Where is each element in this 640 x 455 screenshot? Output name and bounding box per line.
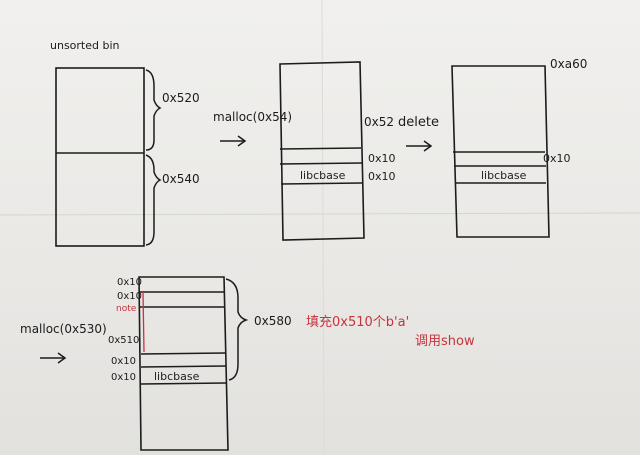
brace-0x580 [225, 278, 249, 381]
delete-label: delete [398, 115, 439, 130]
libcbase-label-step3: libcbase [481, 169, 527, 182]
libcbase-label-step4: libcbase [154, 370, 200, 383]
label-0x580: 0x580 [254, 314, 292, 328]
chunk-box-step3 [451, 65, 550, 238]
label-0xa60: 0xa60 [550, 57, 587, 71]
libcbase-label-step2: libcbase [300, 169, 346, 182]
label-0x10-step3: 0x10 [543, 152, 571, 165]
step4-label-1: 0x10 [117, 277, 142, 288]
step4-note-red: note [116, 304, 137, 314]
malloc-call-step2: malloc(0x54) [213, 110, 292, 124]
chunk-box-step4 [138, 276, 229, 451]
annotation-call-show: 调用show [415, 334, 475, 349]
arrow-delete [406, 140, 433, 152]
arrow-step2 [220, 135, 247, 147]
size-label-0x520: 0x520 [162, 91, 200, 105]
chunk-box-step1 [55, 67, 145, 247]
label-0x10-a: 0x10 [368, 152, 396, 165]
step4-label-4: 0x10 [111, 356, 136, 367]
size-label-0x540: 0x540 [162, 172, 200, 186]
fold-line-vertical [321, 0, 325, 455]
step4-label-2: 0x10 [117, 291, 142, 302]
brace-0x520 [145, 69, 162, 151]
label-0x10-b: 0x10 [368, 170, 396, 183]
fold-line-horizontal [0, 212, 640, 216]
red-marker-line [142, 291, 145, 353]
arrow-step4 [40, 352, 67, 364]
step4-label-3: 0x510 [108, 335, 139, 346]
annotation-fill: 填充0x510个b'a' [306, 314, 409, 330]
malloc-call-step4: malloc(0x530) [20, 322, 107, 336]
unsorted-bin-title: unsorted bin [50, 39, 120, 52]
step4-label-5: 0x10 [111, 372, 136, 383]
brace-0x540 [145, 154, 162, 246]
label-0x52: 0x52 [364, 115, 394, 129]
chunk-box-step2 [279, 61, 365, 241]
